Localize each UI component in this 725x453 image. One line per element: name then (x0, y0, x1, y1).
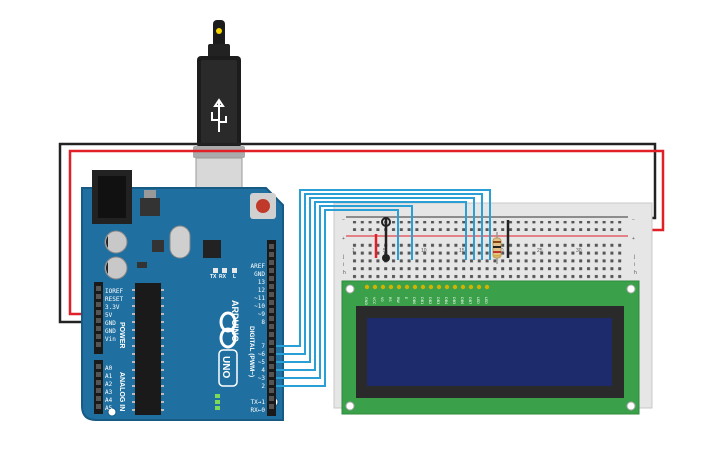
lcd-pin-db2: DB2 (428, 297, 432, 304)
pin-a4-label: A4 (105, 397, 113, 404)
wire-5v-red (68, 149, 665, 316)
arduino-infinity-logo (219, 311, 237, 349)
pin-3-label: ~3 (258, 375, 266, 382)
col-num-25: 25 (537, 248, 543, 254)
lcd-pin-db1: DB1 (420, 297, 424, 304)
analog-header (94, 360, 103, 414)
pin-10-label: ~10 (254, 303, 265, 310)
row-letter-i: i (343, 262, 344, 268)
pin-5v-label: 5V (105, 312, 113, 319)
col-num-15: 15 (459, 248, 465, 254)
top-rail-minus-left: − (342, 217, 345, 223)
pin-gnd3-label: GND (254, 271, 265, 278)
pin-gnd2-label: GND (105, 328, 116, 335)
capacitor-2 (104, 256, 128, 280)
pin-aref-label: AREF (251, 263, 266, 270)
lightning-icon (216, 28, 222, 34)
lcd-pin-rw: RW (396, 297, 400, 303)
resistor (492, 232, 502, 264)
lcd-pin-db0: DB0 (412, 297, 416, 304)
pin-5-label: ~5 (258, 359, 266, 366)
pin-gnd1-label: GND (105, 320, 116, 327)
capacitor-1 (104, 230, 128, 254)
lcd-pin-v0: V0 (380, 297, 384, 302)
wire-d5-db5 (276, 197, 475, 363)
lcd-pin-led-k: LED (484, 297, 488, 304)
pin-2-label: 2 (261, 383, 265, 390)
pin-6-label: ~6 (258, 351, 266, 358)
l-label: L (233, 274, 236, 280)
pin-7-label: 7 (261, 343, 265, 350)
pin-12-label: 12 (258, 287, 266, 294)
lcd-pin-led-a: LED (476, 297, 480, 304)
row-letter-j: j (342, 254, 344, 260)
pin-a3-label: A3 (105, 389, 113, 396)
wire-d6-db6 (276, 193, 483, 355)
top-rail-plus-right: + (632, 236, 635, 242)
lcd-pin-db7: DB7 (468, 297, 472, 304)
wire-d4-db4 (276, 201, 467, 371)
pin-a5-label: A5 (105, 405, 113, 412)
pin-11-label: ~11 (254, 295, 265, 302)
on-label: ON (222, 422, 230, 428)
row-letter-h: h (343, 270, 346, 276)
arduino-model-text: UNO (220, 356, 231, 378)
lcd-pin-e: E (404, 297, 408, 299)
pin-4-label: 4 (261, 367, 265, 374)
rx-label: RX (219, 274, 227, 280)
voltage-regulator (140, 198, 160, 216)
pin-a0-label: A0 (105, 365, 113, 372)
led-l (232, 268, 237, 273)
lcd-pin-db6: DB6 (460, 297, 464, 304)
lcd-pin-db4: DB4 (444, 297, 448, 305)
atmega-chip (135, 283, 161, 415)
led-on (215, 394, 220, 398)
lcd-screen (367, 318, 612, 386)
power-header-title: POWER (118, 322, 125, 348)
tx-label: TX (210, 274, 217, 280)
pin-0-label: RX←0 (251, 407, 266, 414)
pin-a2-label: A2 (105, 381, 113, 388)
lcd-pin-db3: DB3 (436, 297, 440, 304)
arduino-uno-board: TX RX L ON ARDUINO UNO IOREF RESET 3.3V … (81, 170, 284, 428)
led-rx (222, 268, 227, 273)
wire-d2-rs (276, 209, 399, 387)
crystal (169, 225, 191, 259)
pin-1-label: TX→1 (251, 399, 266, 406)
pin-ioref-label: IOREF (105, 288, 123, 295)
wire-d3-e (276, 205, 413, 379)
lcd-pin-gnd: GND (364, 297, 368, 305)
usb-icon (211, 98, 227, 132)
pin-a1-label: A1 (105, 373, 113, 380)
pin-8-label: 8 (261, 319, 265, 326)
row-letter-h-right: h (634, 270, 637, 276)
pin-9-label: ~9 (258, 311, 266, 318)
col-num-10: 10 (421, 248, 427, 254)
pin-3v3-label: 3.3V (105, 304, 120, 311)
pin-reset-label: RESET (105, 296, 123, 303)
digital-header-title: DIGITAL (PWM~) (248, 326, 255, 377)
top-rail-plus-left: + (342, 236, 345, 242)
row-letter-i-right: i (634, 262, 635, 268)
pin-13-label: 13 (258, 279, 266, 286)
lcd-pin-db5: DB5 (452, 297, 456, 304)
col-num-1: 1 (352, 248, 355, 254)
top-rail-minus-right: − (632, 217, 635, 223)
signal-wires (276, 189, 491, 387)
wire-d7-db7 (276, 189, 491, 347)
lcd-pin-vcc: VCC (372, 297, 376, 305)
row-letter-j-right: j (633, 254, 635, 260)
col-num-30: 30 (576, 248, 582, 254)
pin-vin-label: Vin (105, 336, 116, 343)
lcd-pin-rs: RS (388, 297, 392, 302)
led-tx (213, 268, 218, 273)
col-num-5: 5 (383, 248, 386, 254)
analog-header-title: ANALOG IN (118, 372, 125, 411)
lcd-16x2-module: GND VCC V0 RS RW E DB0 DB1 DB2 DB3 DB4 D… (341, 280, 640, 415)
